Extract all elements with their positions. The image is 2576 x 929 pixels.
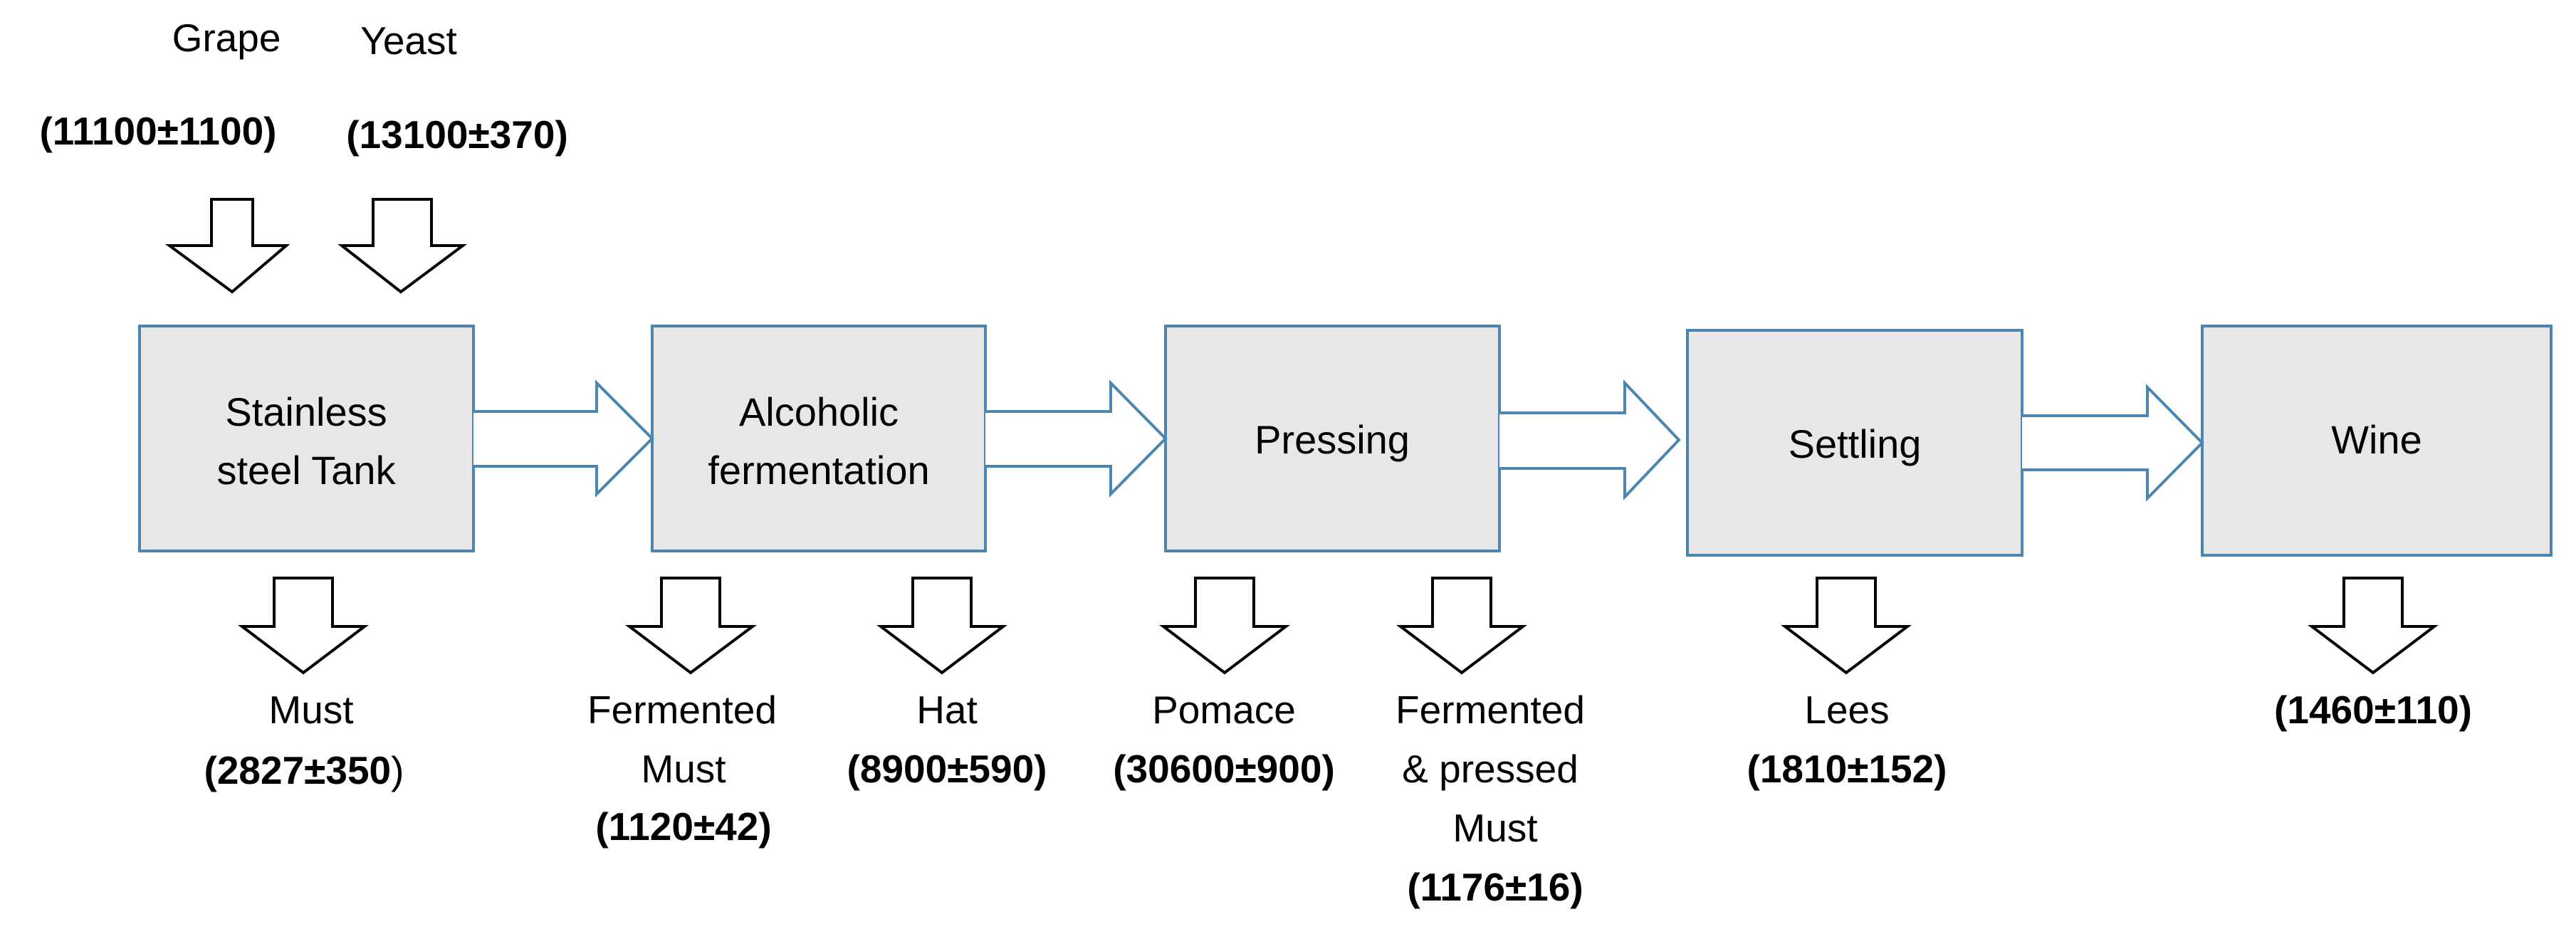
stage-tank-line2: steel Tank [216,448,396,493]
arrow-pressing-to-settling [1499,379,1681,501]
arrow-fermentation-to-pressing [985,379,1168,498]
grape-value: (11100±1100) [39,109,276,153]
grape-input-arrow [164,198,290,294]
must-label: Must [268,688,353,732]
stage-settling: Settling [1686,329,2023,557]
lees-value: (1810±152) [1747,747,1947,791]
hat-value: (8900±590) [847,747,1047,791]
pomace-output-arrow [1159,577,1290,675]
fermented-must-label-line2: Must [641,747,726,791]
fermented-must-label-line1: Fermented [587,688,777,732]
must-output-arrow [238,577,369,675]
must-value-bold: (2827±350 [204,748,392,792]
yeast-input-arrow [337,198,468,294]
pressed-must-output-arrow [1396,577,1527,675]
fermented-must-value: (1120±42) [595,804,771,849]
arrow-settling-to-wine [2022,384,2204,502]
yeast-label: Yeast [360,19,457,63]
wine-output-value: (1460±110) [2274,688,2472,732]
pressed-must-label-line2: & pressed [1402,747,1578,791]
fermented-must-output-arrow [625,577,758,675]
stage-settling-label: Settling [1789,421,1922,466]
stage-fermentation-line1: Alcoholic [739,389,899,434]
lees-label: Lees [1804,688,1889,732]
stage-pressing: Pressing [1164,325,1501,552]
pomace-label: Pomace [1152,688,1296,732]
stage-pressing-label: Pressing [1255,417,1410,462]
grape-label: Grape [172,16,281,60]
arrow-tank-to-fermentation [473,379,654,498]
stage-wine-label: Wine [2331,417,2422,462]
stage-wine: Wine [2201,325,2553,557]
must-value-tail: ) [391,748,404,792]
stage-stainless-steel-tank: Stainless steel Tank [138,325,475,552]
yeast-value: (13100±370) [346,112,568,157]
must-value: (2827±350) [204,748,404,792]
lees-output-arrow [1781,577,1912,675]
pressed-must-label-line1: Fermented [1396,688,1585,732]
stage-tank-line1: Stainless [225,389,387,434]
hat-output-arrow [876,577,1007,675]
pomace-value: (30600±900) [1113,747,1335,791]
wine-output-arrow [2308,577,2439,675]
hat-label: Hat [916,688,978,732]
stage-fermentation-line2: fermentation [708,448,929,493]
stage-alcoholic-fermentation: Alcoholic fermentation [651,325,987,552]
pressed-must-value: (1176±16) [1407,865,1583,909]
pressed-must-label-line3: Must [1452,806,1537,850]
